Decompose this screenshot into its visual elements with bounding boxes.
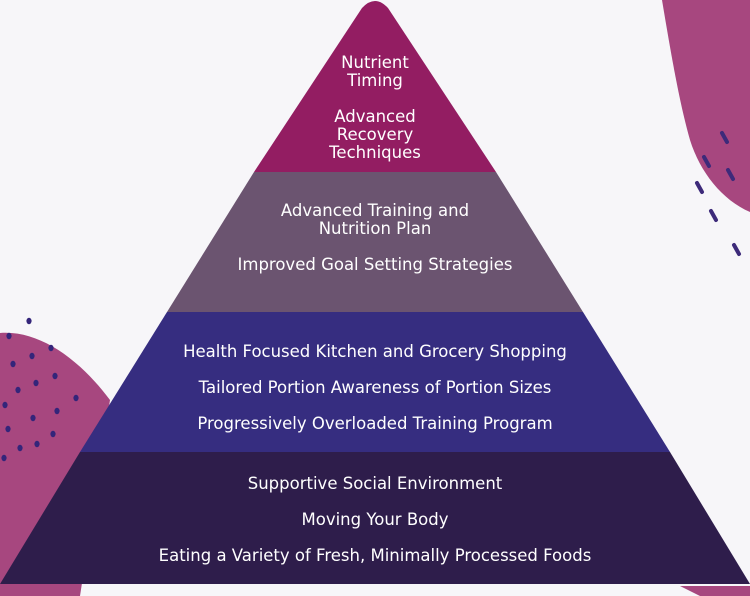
pyramid-tier-1 bbox=[254, 1, 496, 172]
left-dots bbox=[1, 317, 79, 462]
tier-2-line-1: Advanced Training and Nutrition Plan bbox=[280, 201, 470, 238]
pyramid-tier-2 bbox=[167, 172, 583, 312]
tier-3-line-2: Tailored Portion Awareness of Portion Si… bbox=[198, 378, 552, 397]
pyramid bbox=[0, 1, 750, 584]
tier-3-line-1: Health Focused Kitchen and Grocery Shopp… bbox=[183, 342, 567, 361]
tier-4-line-3: Eating a Variety of Fresh, Minimally Pro… bbox=[158, 546, 592, 565]
tier-2-text: Advanced Training and Nutrition Plan Imp… bbox=[0, 202, 750, 274]
tier-1-line-2: Advanced Recovery Techniques bbox=[329, 107, 421, 162]
tier-4-text: Supportive Social Environment Moving You… bbox=[0, 475, 750, 565]
pyramid-tier-3 bbox=[80, 312, 670, 452]
pyramid-tier-4 bbox=[0, 452, 750, 584]
tier-3-line-3: Progressively Overloaded Training Progra… bbox=[197, 414, 553, 433]
top-right-blob bbox=[662, 0, 750, 212]
tier-1-text: Nutrient Timing Advanced Recovery Techni… bbox=[0, 54, 750, 162]
tier-2-line-2: Improved Goal Setting Strategies bbox=[237, 255, 513, 274]
bottom-right-blob bbox=[680, 586, 750, 596]
tier-4-line-1: Supportive Social Environment bbox=[247, 474, 503, 493]
tier-3-text: Health Focused Kitchen and Grocery Shopp… bbox=[0, 343, 750, 433]
top-right-dashes bbox=[695, 131, 741, 256]
tier-4-line-2: Moving Your Body bbox=[301, 510, 449, 529]
tier-1-line-1: Nutrient Timing bbox=[341, 53, 409, 90]
